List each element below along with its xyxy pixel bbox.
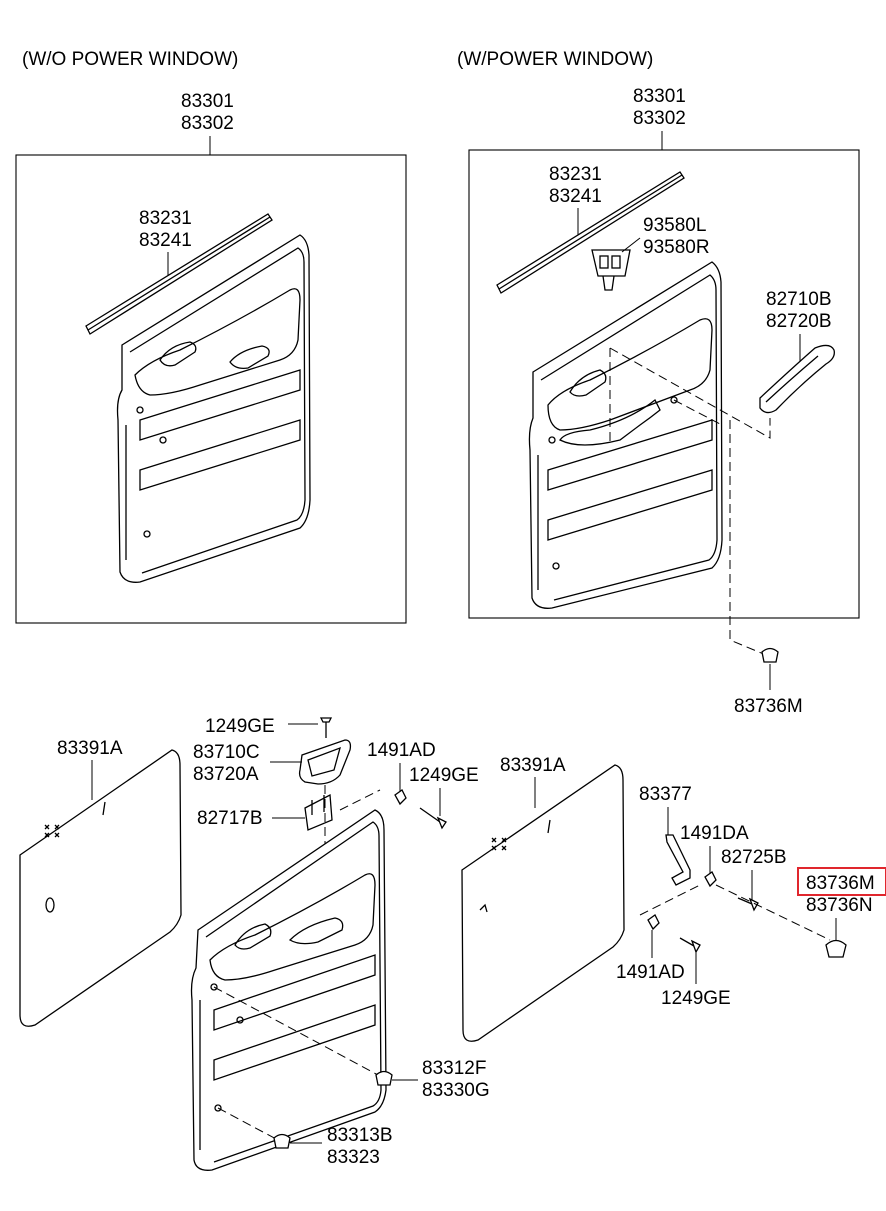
label-83710C[interactable]: 83710C [193, 742, 260, 763]
door-trim-panel-bottom-left [190, 809, 387, 1171]
top-left-frame [15, 154, 407, 624]
bottom-left-assembly: 83391A 1249GE 83710C 83720A 82717B 14 [19, 716, 490, 1171]
label-1491AD-left[interactable]: 1491AD [367, 740, 436, 761]
label-83736M-top[interactable]: 83736M [734, 696, 803, 717]
label-83391A-left[interactable]: 83391A [57, 738, 123, 759]
label-83301-left[interactable]: 83301 [181, 91, 234, 112]
door-trim-panel-right [528, 261, 723, 609]
right-section-title: (W/POWER WINDOW) [457, 49, 653, 70]
belt-strip-left [85, 213, 273, 335]
label-93580R[interactable]: 93580R [643, 237, 710, 258]
label-83241-right[interactable]: 83241 [549, 186, 602, 207]
label-83720A[interactable]: 83720A [193, 764, 259, 785]
screw-1249GE-bottom-right [679, 937, 701, 954]
screw-82725B [737, 897, 759, 912]
screw-1249GE-right [419, 807, 447, 830]
label-83302-left[interactable]: 83302 [181, 113, 234, 134]
label-83241-left[interactable]: 83241 [139, 230, 192, 251]
belt-strip-right [496, 171, 685, 294]
label-83323[interactable]: 83323 [327, 1147, 380, 1168]
label-83301-right[interactable]: 83301 [633, 86, 686, 107]
label-83736M-bottom[interactable]: 83736M [806, 873, 875, 894]
bracket-82717B [304, 793, 333, 831]
label-1491AD-right[interactable]: 1491AD [616, 962, 685, 983]
label-82720B[interactable]: 82720B [766, 311, 832, 332]
handle-cup [298, 739, 352, 785]
clip-83736M-top [761, 647, 779, 663]
nut-1491AD-left [394, 789, 407, 806]
label-1491DA[interactable]: 1491DA [680, 823, 749, 844]
label-83313B[interactable]: 83313B [327, 1125, 393, 1146]
left-section-title: (W/O POWER WINDOW) [22, 49, 238, 70]
top-left-assembly: 83301 83302 83231 83241 [15, 91, 407, 624]
insulation-sheet-right [461, 764, 625, 1042]
label-83330G[interactable]: 83330G [422, 1080, 490, 1101]
label-83231-left[interactable]: 83231 [139, 208, 192, 229]
highlight-83736M [797, 867, 886, 896]
label-1249GE-bottom-right[interactable]: 1249GE [661, 988, 731, 1009]
label-93580L[interactable]: 93580L [643, 215, 706, 236]
nut-1491DA [704, 871, 717, 888]
screw-1249GE-top [319, 717, 333, 738]
clip-83312F [375, 1070, 393, 1086]
label-83231-right[interactable]: 83231 [549, 164, 602, 185]
pull-handle [759, 344, 835, 414]
bottom-right-assembly: 83391A 83377 1491DA 82725B 83736M 83736N [461, 755, 886, 1042]
top-right-assembly: 83301 83302 83231 83241 93580L 93580R [468, 86, 860, 717]
label-1249GE-top[interactable]: 1249GE [205, 716, 275, 737]
clip-83736M-bottom [825, 939, 847, 958]
label-82710B[interactable]: 82710B [766, 289, 832, 310]
clip-83313B [273, 1133, 291, 1149]
label-83391A-right[interactable]: 83391A [500, 755, 566, 776]
label-82725B[interactable]: 82725B [721, 847, 787, 868]
insulation-sheet-left [19, 749, 182, 1027]
door-trim-panel-left [116, 234, 311, 583]
power-window-switch [591, 249, 631, 291]
top-right-frame [468, 149, 860, 619]
label-83302-right[interactable]: 83302 [633, 108, 686, 129]
label-83312F[interactable]: 83312F [422, 1058, 486, 1079]
label-83377[interactable]: 83377 [639, 784, 692, 805]
label-82717B[interactable]: 82717B [197, 808, 263, 829]
label-83736N[interactable]: 83736N [806, 895, 873, 916]
nut-1491AD-right [647, 914, 660, 931]
label-1249GE-right[interactable]: 1249GE [409, 765, 479, 786]
bracket-83377 [665, 834, 691, 886]
